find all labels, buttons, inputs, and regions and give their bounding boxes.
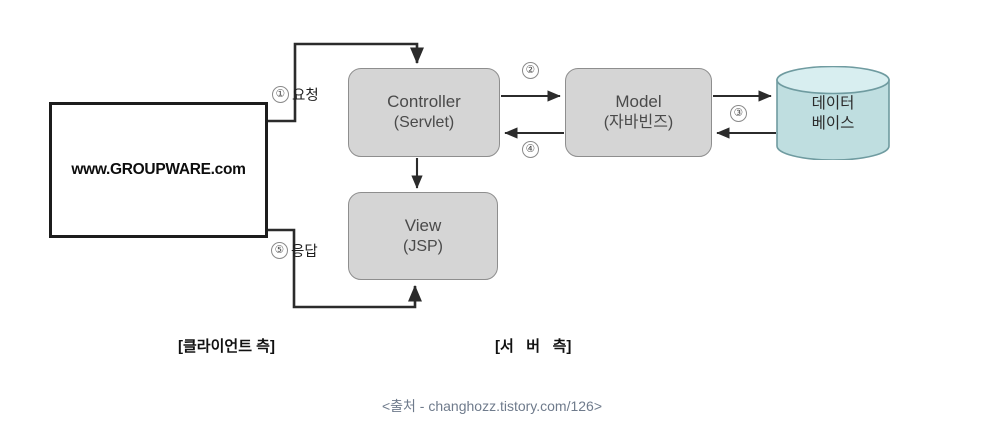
step-1-text: 요청 <box>292 88 319 104</box>
arrow-request-client-to-controller <box>268 42 425 123</box>
step-1-number-icon: ① <box>272 86 289 103</box>
client-side-caption: [클라이언트 측] <box>178 338 275 355</box>
controller-node-line1: Controller <box>387 92 461 112</box>
step-label-3: ③ <box>730 105 750 122</box>
step-2-number-icon: ② <box>522 62 539 79</box>
server-side-caption: [서 버 측] <box>495 338 572 355</box>
client-browser-box[interactable]: www.GROUPWARE.com <box>49 102 268 238</box>
step-5-text: 응답 <box>291 244 318 260</box>
controller-node[interactable]: Controller (Servlet) <box>348 68 500 157</box>
model-node-line2: (자바빈즈) <box>603 114 674 132</box>
step-label-5: ⑤ 응답 <box>271 240 318 261</box>
view-node-line2: (JSP) <box>403 237 443 255</box>
database-cylinder-icon <box>776 65 890 161</box>
step-label-1: ① 요청 <box>272 84 319 105</box>
controller-node-line2: (Servlet) <box>393 114 455 132</box>
step-5-number-icon: ⑤ <box>271 242 288 259</box>
step-label-4: ④ <box>522 141 542 158</box>
view-node-line1: View <box>404 215 442 235</box>
arrow-view-to-client-response <box>268 228 423 309</box>
client-url-label: www.GROUPWARE.com <box>71 161 246 178</box>
step-4-number-icon: ④ <box>522 141 539 158</box>
database-node[interactable]: 데이터 베이스 <box>775 65 891 161</box>
view-node[interactable]: View (JSP) <box>348 192 498 280</box>
model-node[interactable]: Model (자바빈즈) <box>565 68 712 157</box>
step-3-number-icon: ③ <box>730 105 747 122</box>
source-caption: <출처 - changhozz.tistory.com/126> <box>381 398 603 414</box>
step-label-2: ② <box>522 62 542 79</box>
model-node-line1: Model <box>615 92 662 112</box>
